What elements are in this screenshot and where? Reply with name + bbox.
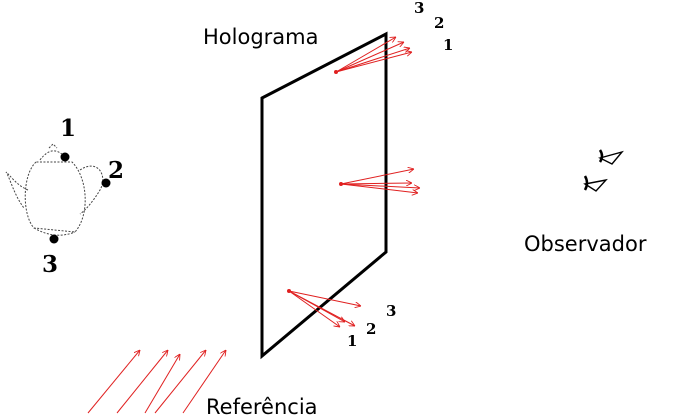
observer-label: Observador xyxy=(524,232,647,256)
hologram-point-middle xyxy=(339,169,420,193)
teapot-point-3: 3 xyxy=(42,251,58,278)
top-number-2: 2 xyxy=(434,14,444,32)
bottom-number-3: 3 xyxy=(386,302,396,320)
hologram-plate xyxy=(260,31,388,360)
bottom-number-2: 2 xyxy=(366,320,376,338)
top-number-3: 3 xyxy=(414,0,424,17)
hologram-label: Holograma xyxy=(203,25,318,49)
bottom-number-1: 1 xyxy=(347,332,357,350)
hologram-point-bottom xyxy=(287,289,361,327)
reference-label: Referência xyxy=(206,395,318,417)
teapot-icon xyxy=(5,143,104,236)
top-number-1: 1 xyxy=(443,36,453,54)
teapot-point-2: 2 xyxy=(108,157,124,184)
reference-beam xyxy=(87,350,226,414)
teapot-points xyxy=(49,152,111,244)
teapot-point-1: 1 xyxy=(60,115,76,142)
hologram-point-top xyxy=(334,37,412,74)
eye-icon xyxy=(583,149,624,192)
